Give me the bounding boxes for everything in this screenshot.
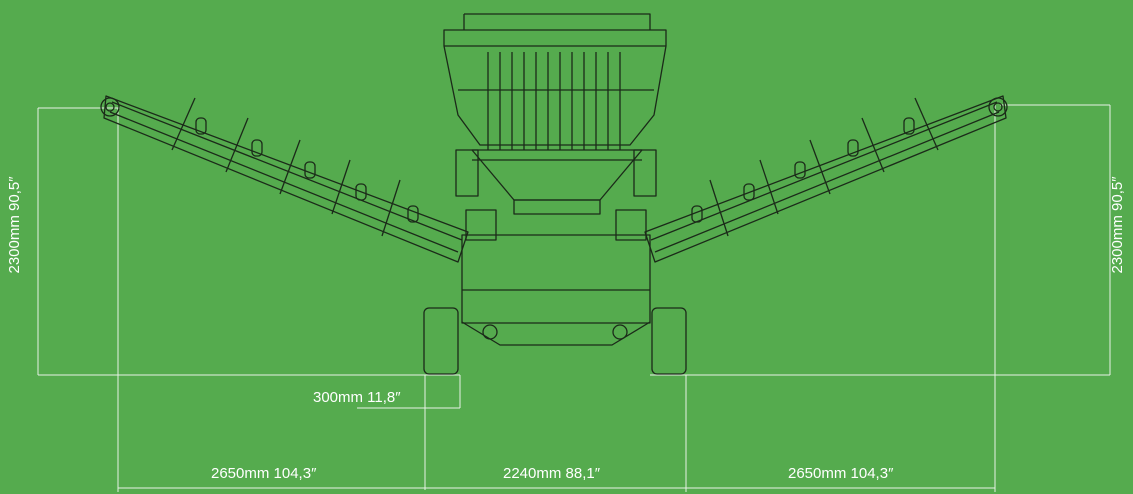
- chassis: [455, 149, 657, 346]
- offset-dimension: 300mm 11,8″: [313, 389, 401, 406]
- height-dimension-right: 2300mm 90,5″: [1109, 176, 1126, 274]
- width-dimension-left: 2650mm 104,3″: [211, 465, 317, 482]
- right-track: [651, 307, 687, 375]
- chute: [471, 149, 643, 215]
- right-conveyor: [644, 95, 1008, 263]
- height-dimension-left: 2300mm 90,5″: [6, 176, 23, 274]
- dimension-lines: [37, 104, 1111, 492]
- width-dimension-right: 2650mm 104,3″: [788, 465, 894, 482]
- left-conveyor: [100, 95, 469, 263]
- left-track: [423, 307, 459, 375]
- width-dimension-center: 2240mm 88,1″: [503, 465, 601, 482]
- hopper: [443, 13, 667, 150]
